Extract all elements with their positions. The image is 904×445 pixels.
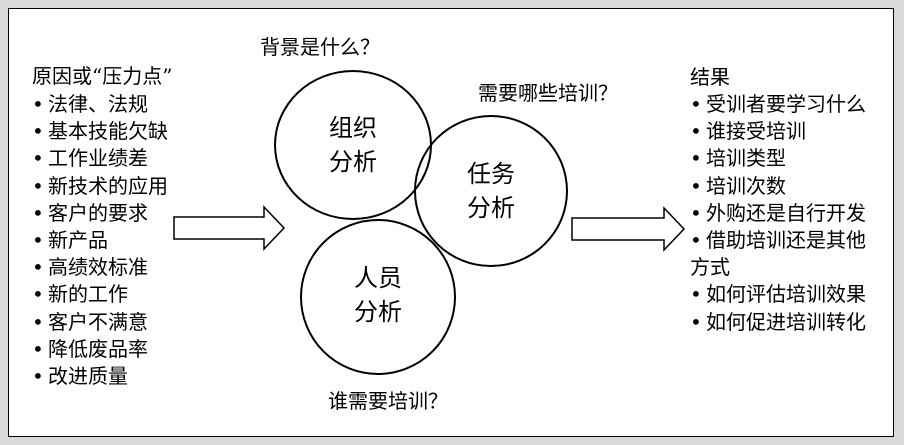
list-item: •新技术的应用 [32, 173, 168, 198]
right-title: 结果 [690, 65, 730, 89]
person-analysis-circle [300, 219, 456, 375]
list-item: •借助培训还是其他 [690, 228, 866, 253]
left-title: 原因或“压力点” [32, 64, 173, 88]
task-analysis-label: 任务分析 [467, 160, 515, 222]
list-item: •如何评估培训效果 [690, 282, 866, 307]
list-item: •高绩效标准 [32, 255, 148, 280]
cause-list: •法律、法规 •基本技能欠缺 •工作业绩差 •新技术的应用 •客户的要求 •新产… [32, 91, 168, 390]
org-analysis-label: 组织分析 [329, 114, 377, 176]
list-item: •新的工作 [32, 282, 128, 307]
list-item: •法律、法规 [32, 92, 148, 116]
question-background: 背景是什么？ [260, 35, 380, 59]
list-item: •工作业绩差 [32, 146, 148, 171]
question-who-needs: 谁需要培训？ [328, 389, 448, 413]
list-item: •受训者要学习什么 [690, 92, 866, 116]
question-training-needed: 需要哪些培训？ [478, 81, 618, 105]
list-item: •谁接受培训 [690, 119, 806, 144]
list-item: •基本技能欠缺 [32, 119, 168, 144]
task-analysis-circle [414, 115, 568, 267]
list-item: •客户的要求 [32, 200, 148, 225]
input-arrow [173, 205, 286, 251]
list-item-continuation: 方式 [690, 255, 730, 280]
list-item: •客户不满意 [32, 309, 148, 334]
list-item: •如何促进培训转化 [690, 309, 866, 334]
list-item: •培训次数 [690, 173, 786, 198]
list-item: •培训类型 [690, 146, 786, 171]
output-arrow [571, 206, 686, 252]
list-item: •降低废品率 [32, 336, 148, 361]
list-item: •改进质量 [32, 364, 128, 389]
list-item: •外购还是自行开发 [690, 200, 866, 225]
list-item: •新产品 [32, 228, 108, 253]
person-analysis-label: 人员分析 [354, 264, 402, 326]
result-list: •受训者要学习什么 •谁接受培训 •培训类型 •培训次数 •外购还是自行开发 •… [690, 91, 866, 336]
